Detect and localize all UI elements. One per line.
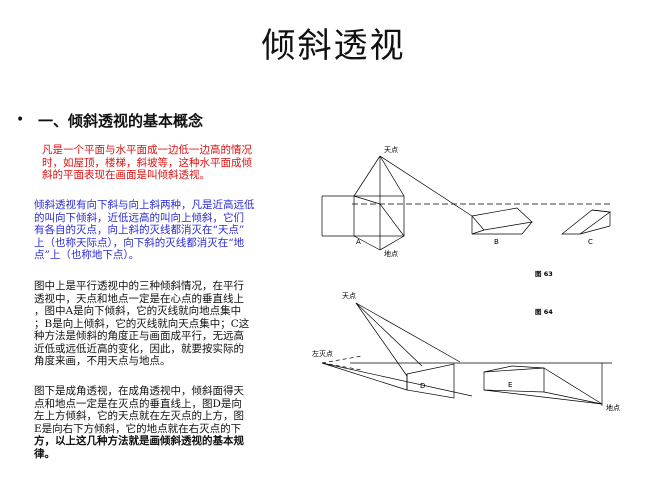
page-title: 倾斜透视 xyxy=(261,26,406,66)
paragraph-angular-text: 图下是成角透视，在成角透视中，倾斜面得天 点和地点一定是在灭点的垂直线上，图D是… xyxy=(34,385,244,435)
left-vp-label: 左灭点 xyxy=(312,349,333,358)
top-ground-label: 地点 xyxy=(384,249,398,258)
perspective-diagram: 天点 地点 A B C 图 63 图 64 天点 左灭点 地点 D E xyxy=(312,146,620,412)
bullet-icon: • xyxy=(16,112,25,128)
paragraph-types: 倾斜透视有向下斜与向上斜两种，凡是近高远低 的叫向下倾斜，近低远高的叫向上倾斜，… xyxy=(34,199,255,261)
top-sky-label: 天点 xyxy=(384,146,398,154)
shape-b xyxy=(471,207,533,231)
paragraph-angular-conclusion: 方，以上这几种方法就是画倾斜透视的基本规 律。 xyxy=(34,435,244,460)
box-d xyxy=(406,363,455,399)
label-e: E xyxy=(508,381,512,389)
caption-fig63: 图 63 xyxy=(535,269,553,278)
box-e xyxy=(483,367,545,393)
shape-c xyxy=(561,209,611,235)
label-b: B xyxy=(494,238,499,246)
label-a: A xyxy=(356,238,361,246)
label-d: D xyxy=(420,382,425,390)
bottom-ground-label: 地点 xyxy=(606,403,620,412)
label-c: C xyxy=(588,238,593,246)
caption-fig64: 图 64 xyxy=(535,307,553,316)
paragraph-parallel-perspective: 图中上是平行透视中的三种倾斜情况，在平行 透视中，天点和地点一定是在心点的垂直线… xyxy=(34,280,250,367)
box-a xyxy=(353,195,405,237)
paragraph-angular-perspective: 图下是成角透视，在成角透视中，倾斜面得天 点和地点一定是在灭点的垂直线上，图D是… xyxy=(34,385,314,460)
bottom-sky-label: 天点 xyxy=(342,292,356,300)
sky-converging-line xyxy=(355,302,423,367)
section-heading: 一、倾斜透视的基本概念 xyxy=(38,112,204,130)
paragraph-definition: 凡是一个平面与水平面成一边低一边高的情况 时，如屋顶，楼梯，斜坡等，这种水平面成… xyxy=(42,144,252,181)
